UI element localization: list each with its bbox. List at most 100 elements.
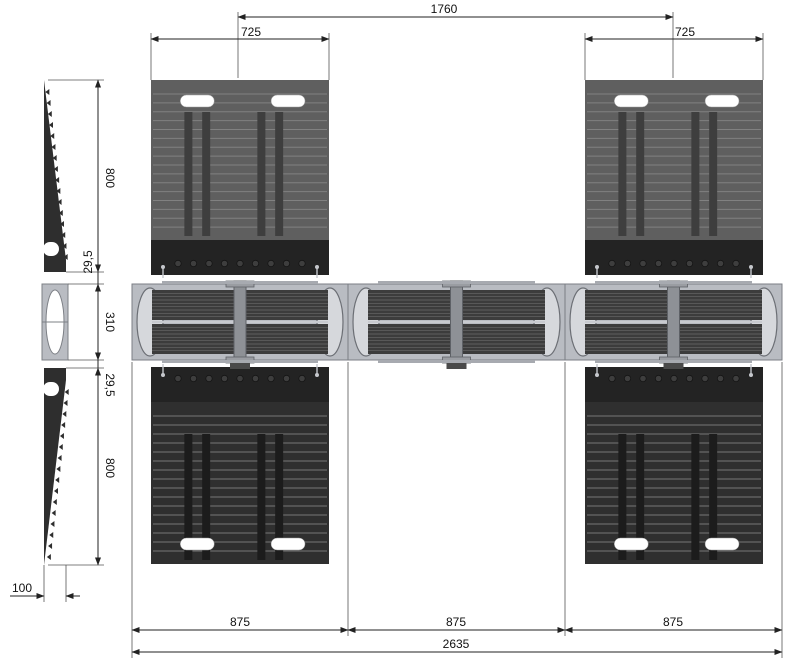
ramp-base bbox=[585, 240, 763, 275]
ramp-pin-head bbox=[595, 265, 599, 269]
dim-ramp-spacing: 1760 bbox=[237, 2, 674, 78]
profile-tooth bbox=[62, 243, 67, 249]
ramp-stud bbox=[639, 259, 647, 268]
dim-label-gap-top: 29,5 bbox=[81, 250, 95, 274]
ramp-handle-slot bbox=[704, 537, 740, 551]
ramp-stud bbox=[685, 259, 694, 268]
ramp-stud bbox=[236, 259, 244, 268]
dim-label-ramp-spacing: 1760 bbox=[431, 2, 458, 16]
profile-top-slot bbox=[43, 242, 59, 256]
profile-tooth bbox=[50, 133, 55, 139]
ramp-handle-slot bbox=[704, 94, 740, 108]
ramp-stud bbox=[220, 259, 229, 268]
profile-bottom-slot bbox=[43, 382, 59, 396]
ramp-stud bbox=[654, 374, 663, 383]
profile-channel bbox=[41, 283, 69, 361]
ramp-stud bbox=[654, 259, 663, 268]
ramp-top-left bbox=[151, 80, 329, 278]
ramp-cable-groove bbox=[636, 112, 645, 236]
beam-foot bbox=[663, 363, 684, 369]
ramp-cable-groove bbox=[184, 112, 193, 236]
ramp-base bbox=[151, 240, 329, 275]
profile-bottom-teeth bbox=[46, 389, 69, 560]
ramp-stud bbox=[623, 259, 632, 268]
profile-tooth bbox=[53, 166, 58, 172]
ramp-pin-head bbox=[595, 373, 599, 377]
ramp-cable-groove bbox=[275, 112, 284, 236]
profile-tooth bbox=[55, 177, 60, 183]
profile-top-teeth bbox=[45, 89, 68, 260]
channel-rail-bottom bbox=[595, 360, 752, 363]
ramp-stud bbox=[716, 374, 725, 383]
dim-left-vertical: 800 29,5 310 29,5 800 bbox=[48, 79, 117, 566]
ramp-handle-slot bbox=[180, 94, 215, 108]
dim-ramp-width-right: 725 bbox=[584, 25, 764, 80]
profile-tooth bbox=[49, 532, 54, 538]
ramp-cable-groove bbox=[709, 112, 718, 236]
profile-tooth bbox=[56, 466, 61, 472]
ramp-stud bbox=[639, 374, 647, 383]
ramp-cable-groove bbox=[202, 434, 211, 560]
profile-tooth bbox=[50, 521, 55, 527]
ramp-stud bbox=[608, 259, 616, 268]
side-profile-view bbox=[41, 80, 69, 565]
channel-module-1 bbox=[131, 280, 349, 369]
dim-profile-thickness: 100 bbox=[10, 565, 80, 602]
dim-label-module-width-1: 875 bbox=[230, 615, 250, 629]
ramp-cable-groove bbox=[618, 112, 627, 236]
profile-tooth bbox=[63, 400, 68, 406]
ramps bbox=[151, 80, 763, 564]
dim-label-ramp-width-left: 725 bbox=[241, 25, 261, 39]
ramp-stud bbox=[685, 374, 694, 383]
ramp-stud bbox=[236, 374, 244, 383]
ramp-top-right bbox=[585, 80, 763, 278]
profile-tooth bbox=[61, 232, 66, 238]
ramp-stud bbox=[220, 374, 229, 383]
ramp-stud bbox=[298, 259, 306, 268]
profile-tooth bbox=[48, 543, 53, 549]
ramp-pin-head bbox=[161, 373, 165, 377]
ramp-stud bbox=[732, 259, 740, 268]
ramp-pin-head bbox=[315, 265, 319, 269]
ramp-pin-head bbox=[749, 265, 753, 269]
profile-tooth bbox=[46, 100, 51, 106]
profile-tooth bbox=[59, 433, 64, 439]
ramp-pin-head bbox=[749, 373, 753, 377]
ramp-base bbox=[585, 367, 763, 402]
ramp-pin-head bbox=[315, 373, 319, 377]
profile-tooth bbox=[57, 199, 62, 205]
ramp-cable-groove bbox=[202, 112, 211, 236]
ramp-stud bbox=[670, 374, 678, 383]
profile-tooth bbox=[55, 477, 60, 483]
ramp-stud bbox=[623, 374, 632, 383]
ramp-stud bbox=[701, 374, 709, 383]
ramp-cable-groove bbox=[691, 434, 700, 560]
ramp-stud bbox=[670, 259, 678, 268]
beam-foot bbox=[230, 363, 250, 369]
channel-rail-top bbox=[162, 281, 318, 284]
profile-tooth bbox=[52, 499, 57, 505]
ramp-bottom-left bbox=[151, 364, 329, 564]
ramp-cable-groove bbox=[184, 434, 193, 560]
channel-beam bbox=[233, 280, 247, 364]
dim-label-ramp-length-top: 800 bbox=[103, 168, 117, 188]
ramp-handle-slot bbox=[614, 94, 649, 108]
ramp-stud bbox=[205, 259, 213, 268]
ramp-handle-slot bbox=[180, 537, 215, 551]
dim-total-width: 2635 bbox=[131, 637, 783, 655]
beam-foot bbox=[446, 363, 467, 369]
ramp-stud bbox=[732, 374, 740, 383]
profile-tooth bbox=[58, 210, 63, 216]
ramp-stud bbox=[701, 259, 709, 268]
ramp-stud bbox=[189, 259, 198, 268]
profile-tooth bbox=[47, 111, 52, 117]
profile-bottom-ramp bbox=[44, 368, 66, 565]
profile-tooth bbox=[54, 488, 58, 494]
ramp-cable-groove bbox=[257, 434, 266, 560]
channel-rail-bottom bbox=[162, 360, 318, 363]
profile-tooth bbox=[51, 510, 56, 516]
ramp-stud bbox=[282, 374, 291, 383]
ramp-body bbox=[585, 402, 763, 564]
ramp-stud bbox=[251, 374, 260, 383]
channel-rail-top bbox=[378, 281, 535, 284]
